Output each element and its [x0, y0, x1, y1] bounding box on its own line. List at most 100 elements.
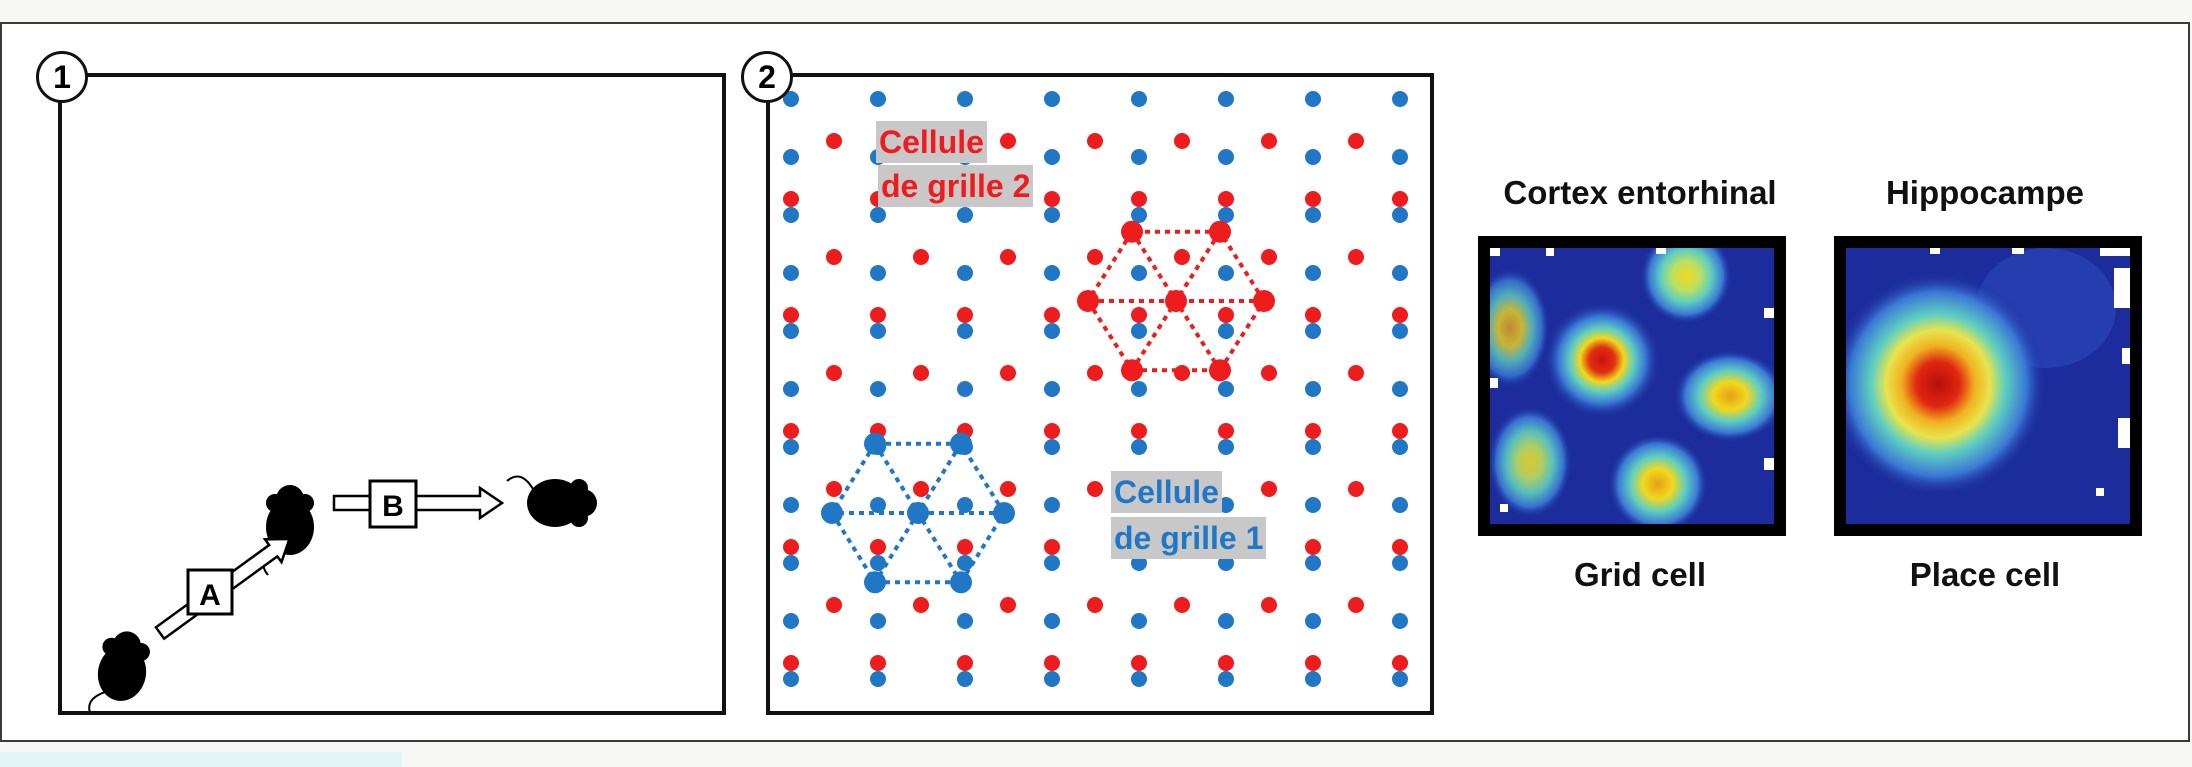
- hippocampus-title: Hippocampe: [1885, 174, 2085, 211]
- red-grid-node: [1348, 133, 1364, 149]
- blue-grid-node: [1392, 149, 1408, 165]
- red-hexagon-vertex: [1121, 359, 1143, 382]
- blue-hexagon-vertex: [821, 502, 843, 524]
- red-grid-node: [1000, 597, 1016, 613]
- grid-lattice-diagram: [783, 91, 1408, 687]
- blue-hexagon-edge: [830, 442, 877, 515]
- grid-cell-1-label-line1: Cellule: [1111, 471, 1222, 513]
- red-grid-node: [1392, 655, 1408, 671]
- place-cell-heatmap: [1834, 236, 2142, 536]
- blue-grid-node: [1305, 671, 1321, 687]
- blue-grid-node: [1305, 555, 1321, 571]
- blue-grid-node: [870, 613, 886, 629]
- blue-grid-node: [783, 381, 799, 397]
- red-grid-node: [1305, 539, 1321, 555]
- blue-grid-node: [783, 323, 799, 339]
- blue-grid-node: [1305, 91, 1321, 107]
- red-grid-node: [1392, 539, 1408, 555]
- blue-hexagon-vertex: [864, 432, 886, 455]
- blue-grid-node: [1131, 671, 1147, 687]
- blue-grid-node: [1305, 149, 1321, 165]
- blue-grid-node: [1044, 497, 1060, 513]
- blue-grid-node: [1218, 381, 1234, 397]
- blue-grid-node: [1131, 439, 1147, 455]
- red-grid-node: [1218, 191, 1234, 207]
- red-grid-node: [1218, 423, 1234, 439]
- blue-grid-node: [957, 323, 973, 339]
- blue-grid-node: [1392, 91, 1408, 107]
- red-grid-node: [826, 597, 842, 613]
- blue-grid-node: [1392, 671, 1408, 687]
- blue-grid-node: [1044, 439, 1060, 455]
- red-grid-node: [870, 539, 886, 555]
- red-grid-node: [1392, 423, 1408, 439]
- blue-grid-node: [1305, 207, 1321, 223]
- blue-grid-node: [957, 265, 973, 281]
- red-hexagon-vertex: [1253, 290, 1275, 312]
- mouse-end-icon: [506, 475, 598, 528]
- blue-grid-node: [1131, 323, 1147, 339]
- blue-grid-node: [957, 555, 973, 571]
- blue-grid-node: [1392, 555, 1408, 571]
- blue-grid-node: [1044, 381, 1060, 397]
- blue-hexagon-vertex: [950, 571, 972, 594]
- red-grid-node: [1131, 655, 1147, 671]
- red-grid-node: [1000, 249, 1016, 265]
- grid-cell-2-label-line1: Cellule: [876, 121, 987, 163]
- red-grid-node: [826, 481, 842, 497]
- blue-grid-node: [1392, 439, 1408, 455]
- red-grid-node: [1261, 365, 1277, 381]
- red-hexagon-edge: [1086, 299, 1134, 372]
- blue-grid-node: [783, 613, 799, 629]
- red-grid-node: [1348, 481, 1364, 497]
- blue-hexagon-edge: [830, 511, 877, 584]
- blue-grid-node: [1131, 555, 1147, 571]
- arrow-b-icon: [332, 485, 505, 521]
- blue-grid-node: [1044, 149, 1060, 165]
- blue-hexagon-edge: [959, 442, 1006, 515]
- blue-grid-node: [1392, 381, 1408, 397]
- red-hexagon-vertex: [1209, 359, 1231, 382]
- red-grid-node: [957, 307, 973, 323]
- blue-grid-node: [1305, 439, 1321, 455]
- blue-grid-node: [1218, 149, 1234, 165]
- blue-grid-node: [957, 671, 973, 687]
- blue-grid-node: [783, 207, 799, 223]
- red-grid-node: [913, 365, 929, 381]
- red-grid-node: [957, 539, 973, 555]
- red-hexagon-vertex: [1121, 220, 1143, 243]
- blue-grid-node: [783, 555, 799, 571]
- trajectory-panel: A B: [58, 73, 726, 726]
- grid-cell-caption: Grid cell: [1573, 556, 1707, 593]
- red-grid-node: [1131, 423, 1147, 439]
- red-grid-node: [1087, 597, 1103, 613]
- blue-grid-node: [783, 497, 799, 513]
- blue-grid-node: [870, 497, 886, 513]
- red-grid-node: [1305, 191, 1321, 207]
- red-grid-node: [783, 539, 799, 555]
- blue-grid-node: [1218, 555, 1234, 571]
- blue-grid-node: [1392, 207, 1408, 223]
- red-grid-node: [913, 249, 929, 265]
- blue-grid-node: [783, 149, 799, 165]
- blue-grid-node: [1044, 323, 1060, 339]
- red-hexagon-edge: [1086, 230, 1134, 303]
- blue-hexagon-center: [907, 502, 929, 524]
- red-grid-node: [1044, 307, 1060, 323]
- red-hexagon-vertex: [1209, 220, 1231, 243]
- red-hexagon-center: [1165, 290, 1187, 312]
- blue-grid-node: [1131, 207, 1147, 223]
- red-grid-node: [1044, 655, 1060, 671]
- red-grid-node: [870, 307, 886, 323]
- blue-grid-node: [957, 91, 973, 107]
- red-hexagon-vertex: [1077, 290, 1099, 312]
- red-grid-node: [1000, 481, 1016, 497]
- bottom-strip: [0, 752, 402, 767]
- red-grid-node: [1000, 133, 1016, 149]
- red-grid-node: [1174, 249, 1190, 265]
- red-grid-node: [1218, 307, 1234, 323]
- blue-grid-node: [870, 381, 886, 397]
- blue-hexagon-edge: [959, 511, 1006, 584]
- blue-grid-node: [1044, 207, 1060, 223]
- blue-grid-node: [1392, 613, 1408, 629]
